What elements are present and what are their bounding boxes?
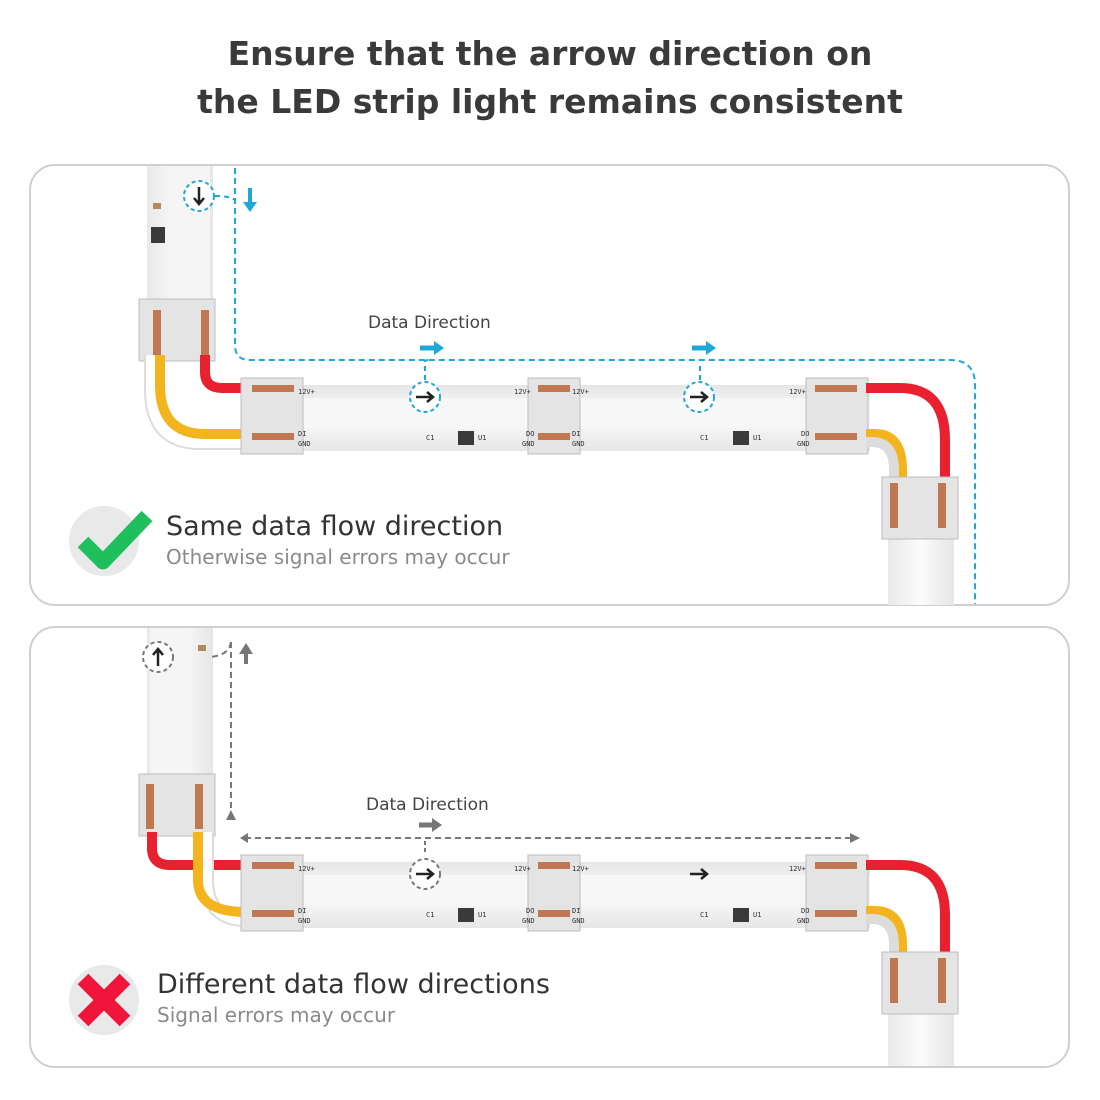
cross-icon [69,965,139,1035]
title-line-1: Ensure that the arrow direction on [227,34,873,73]
correct-caption: Same data flow direction Otherwise signa… [166,510,510,570]
correct-heading: Same data flow direction [166,511,504,542]
data-direction-label: Data Direction [366,795,489,815]
page-title: Ensure that the arrow direction on the L… [0,30,1100,126]
title-line-2: the LED strip light remains consistent [197,82,903,121]
correct-subtext: Otherwise signal errors may occur [166,545,510,569]
check-icon [69,506,153,576]
incorrect-caption: Different data flow directions Signal er… [157,968,550,1028]
data-direction-label: Data Direction [368,313,491,333]
incorrect-heading: Different data flow directions [157,969,550,1000]
incorrect-subtext: Signal errors may occur [157,1003,396,1027]
